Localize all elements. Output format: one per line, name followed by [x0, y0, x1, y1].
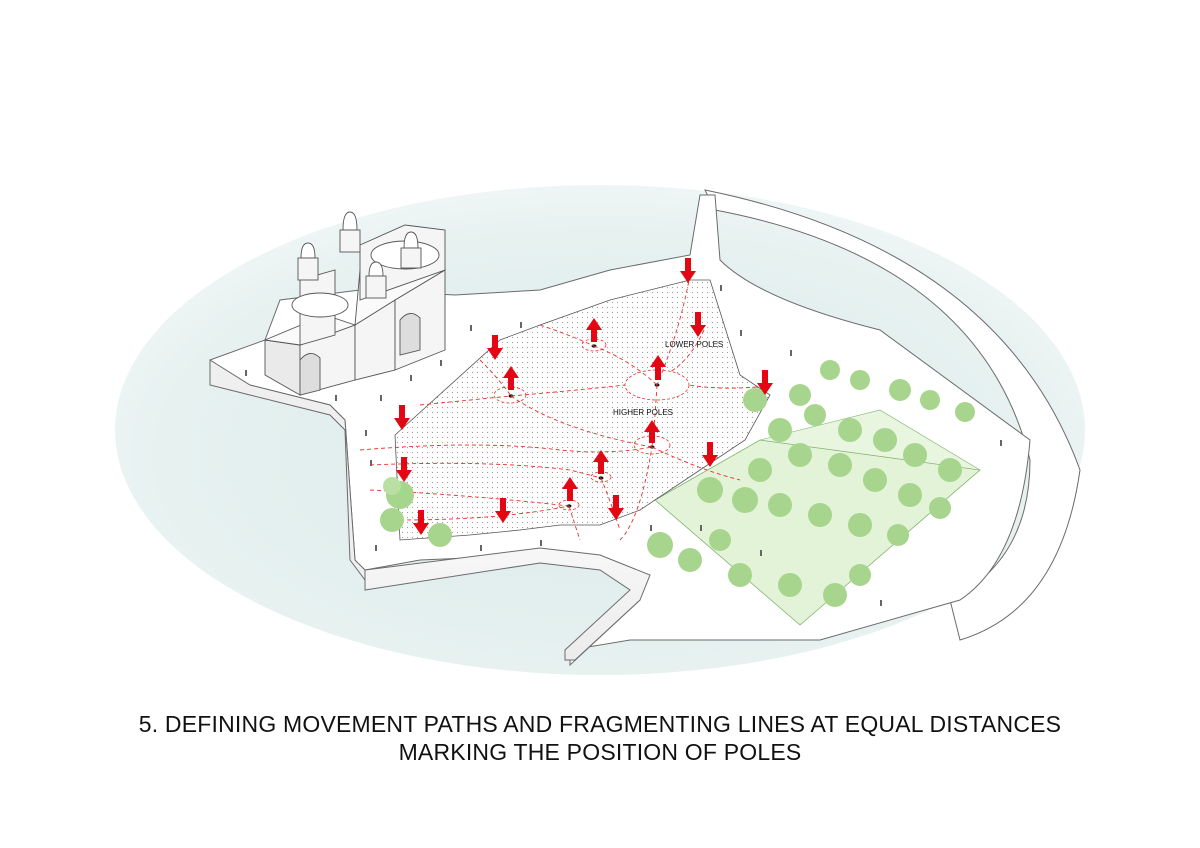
tree-icon: [383, 477, 414, 509]
person-icon: [740, 330, 742, 336]
tree-icon: [929, 497, 951, 519]
tree-icon: [380, 508, 404, 532]
jetty-edge: [364, 547, 651, 661]
tree-icon: [789, 384, 811, 406]
tree-icon: [887, 524, 909, 546]
red-up-arrow-icon: [650, 355, 666, 380]
tree-icon: [849, 564, 871, 586]
person-icon: [380, 395, 382, 401]
tree-icon: [647, 532, 673, 558]
tree-icon: [732, 487, 758, 513]
tree-icon: [903, 443, 927, 467]
red-down-arrow-icon: [487, 335, 503, 360]
red-down-arrow-icon: [608, 495, 624, 520]
tree-icon: [743, 388, 767, 412]
tree-icon: [788, 443, 812, 467]
person-icon: [790, 350, 792, 356]
person-icon: [470, 325, 472, 331]
tree-icon: [920, 390, 940, 410]
tree-icon: [428, 523, 452, 547]
tree-icon: [697, 477, 723, 503]
person-icon: [480, 545, 482, 551]
tree-icon: [768, 418, 792, 442]
tree-icon: [955, 402, 975, 422]
tree-icon: [748, 458, 772, 482]
tree-icon: [889, 379, 911, 401]
tree-icon: [728, 563, 752, 587]
site-axonometric: LOWER POLES HIGHER POLES: [115, 185, 1085, 675]
tree-icon: [768, 493, 792, 517]
person-icon: [760, 550, 762, 556]
tree-icon: [804, 404, 826, 426]
tree-icon: [828, 453, 852, 477]
tree-icon: [848, 513, 872, 537]
person-icon: [880, 600, 882, 606]
red-down-arrow-icon: [394, 405, 410, 430]
tree-icon: [808, 503, 832, 527]
tree-icon: [873, 428, 897, 452]
person-icon: [440, 360, 442, 366]
red-down-arrow-icon: [495, 498, 511, 523]
person-icon: [335, 395, 337, 401]
person-icon: [720, 285, 722, 291]
tree-group: [380, 360, 975, 607]
pole-arrows: [503, 318, 666, 501]
red-down-arrow-icon: [690, 312, 706, 337]
higher-poles-label: HIGHER POLES: [613, 408, 673, 417]
tree-icon: [820, 360, 840, 380]
person-icon: [410, 375, 412, 381]
person-icon: [375, 545, 377, 551]
person-icon: [1000, 440, 1002, 446]
red-down-arrow-icon: [702, 442, 718, 467]
lower-poles-label: LOWER POLES: [665, 340, 723, 349]
person-icon: [700, 525, 702, 531]
person-icon: [365, 430, 367, 436]
red-down-arrow-icon: [757, 370, 773, 395]
red-up-arrow-icon: [593, 450, 609, 474]
tree-icon: [823, 583, 847, 607]
red-down-arrow-icon: [413, 510, 429, 535]
person-icon: [650, 525, 652, 531]
person-icon: [370, 460, 372, 466]
caption-line-2: MARKING THE POSITION OF POLES: [398, 739, 802, 765]
tree-icon: [850, 370, 870, 390]
gateway-monument-icon: [263, 211, 446, 396]
red-up-arrow-icon: [503, 366, 519, 390]
tree-icon: [898, 483, 922, 507]
left-sea-wall: [209, 359, 366, 582]
person-icon: [540, 540, 542, 546]
red-up-arrow-icon: [644, 420, 660, 443]
plaza-fragmented-lines: [394, 279, 771, 541]
person-icon: [245, 370, 247, 376]
tree-icon: [938, 458, 962, 482]
tree-icon: [838, 418, 862, 442]
movement-paths: [359, 274, 758, 541]
red-down-arrow-icon: [396, 457, 412, 482]
tree-icon: [778, 573, 802, 597]
red-up-arrow-icon: [586, 318, 602, 342]
caption-line-1: 5. DEFINING MOVEMENT PATHS AND FRAGMENTI…: [138, 711, 1062, 737]
tree-icon: [709, 529, 731, 551]
entry-arrows: [394, 258, 773, 535]
person-icon: [520, 322, 522, 328]
pole-clearing-higher: [633, 435, 671, 455]
curved-promenade-wall: [704, 189, 1081, 641]
tree-icon: [863, 468, 887, 492]
red-down-arrow-icon: [680, 258, 696, 283]
red-up-arrow-icon: [562, 477, 578, 501]
people: [245, 285, 1002, 606]
tree-icon: [678, 548, 702, 572]
